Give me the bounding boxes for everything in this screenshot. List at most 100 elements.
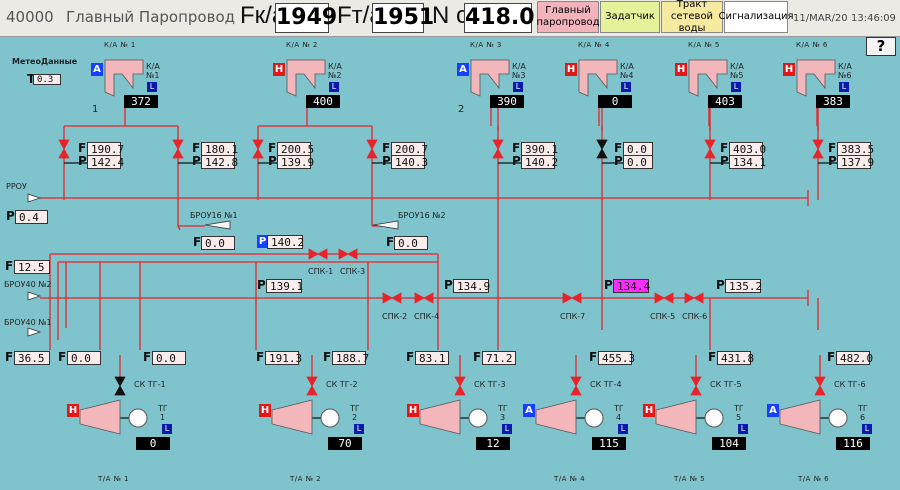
branch-7-valve-lower xyxy=(704,148,716,159)
tg-flow-3-value[interactable]: 191.3 xyxy=(265,351,302,365)
tg-flow-7-f-label: F xyxy=(589,350,598,364)
help-button[interactable]: ? xyxy=(866,37,896,56)
boiler-1-name: К/А xyxy=(146,62,160,71)
branch-4-f-label: F xyxy=(382,141,391,155)
branch-7-f-value[interactable]: 403.0 xyxy=(729,142,766,156)
branch-2-p-label: P xyxy=(192,154,201,168)
p-134-9-label: P xyxy=(444,278,453,292)
turbine-2-icon xyxy=(271,399,313,435)
branch-8-p-value[interactable]: 137.9 xyxy=(837,155,874,169)
branch-3-p-value[interactable]: 139.9 xyxy=(277,155,314,169)
nav-network-water-button[interactable]: Тракт сетевой воды xyxy=(661,0,723,34)
branch-1-p-value[interactable]: 142.4 xyxy=(87,155,124,169)
branch-7-f-label: F xyxy=(720,141,729,155)
tg-flow-1-value[interactable]: 0.0 xyxy=(67,351,101,365)
branch-3-f-value[interactable]: 200.5 xyxy=(277,142,314,156)
tg-flow-8-f-label: F xyxy=(708,350,717,364)
turbine-3-mode-badge[interactable]: H xyxy=(407,404,419,417)
boiler-1-icon xyxy=(104,59,144,97)
branch-1-f-value[interactable]: 190.7 xyxy=(87,142,124,156)
turbine-5-l-badge[interactable]: L xyxy=(738,424,748,434)
header-p-value[interactable]: 140.2 xyxy=(267,235,304,249)
pressure-value-2[interactable]: 134.9 xyxy=(453,279,490,293)
turbine-1-footer: Т/А № 1 xyxy=(98,475,130,483)
turbine-5-mode-badge[interactable]: H xyxy=(643,404,655,417)
spk7-valve-right xyxy=(571,292,582,304)
meteo-t-value[interactable]: 0.3 xyxy=(33,74,61,85)
dummy xyxy=(177,225,181,231)
turbine-1-mode-badge[interactable]: H xyxy=(67,404,79,417)
tg-flow-7-value[interactable]: 455.3 xyxy=(598,351,635,365)
p-135-label: P xyxy=(716,278,725,292)
boiler-6-num: №6 xyxy=(838,71,852,80)
branch-2-f-value[interactable]: 180.1 xyxy=(201,142,238,156)
branch-4-p-value[interactable]: 140.3 xyxy=(391,155,428,169)
tg-flow-5-value[interactable]: 83.1 xyxy=(415,351,449,365)
branch-6-f-value[interactable]: 0.0 xyxy=(623,142,653,156)
tg-flow-2-value[interactable]: 0.0 xyxy=(152,351,186,365)
brou16-1-valve-icon xyxy=(204,220,231,230)
boiler-3-l-badge[interactable]: L xyxy=(513,82,523,92)
boiler-5-l-badge[interactable]: L xyxy=(731,82,741,92)
boiler-4-l-badge[interactable]: L xyxy=(621,82,631,92)
boiler-4-mode-badge[interactable]: H xyxy=(565,63,577,76)
branch-2-valve xyxy=(172,139,184,150)
boiler-2-mode-badge[interactable]: H xyxy=(273,63,285,76)
branch-7-p-value[interactable]: 134.1 xyxy=(729,155,766,169)
branch-5-f-value[interactable]: 390.1 xyxy=(521,142,558,156)
tg-flow-9-value[interactable]: 482.0 xyxy=(836,351,873,365)
branch-4-f-value[interactable]: 200.7 xyxy=(391,142,428,156)
brou40-2-f-value[interactable]: 12.5 xyxy=(14,260,50,274)
boiler-1-l-badge[interactable]: L xyxy=(147,82,157,92)
boiler-6-icon xyxy=(796,59,836,97)
branch-6-valve-lower xyxy=(596,148,608,159)
boiler-2-l-badge[interactable]: L xyxy=(329,82,339,92)
rrou-label: РРОУ xyxy=(6,182,27,191)
branch-2-p-value[interactable]: 142.8 xyxy=(201,155,238,169)
boiler-6-mode-badge[interactable]: H xyxy=(783,63,795,76)
turbine-4-l-badge[interactable]: L xyxy=(618,424,628,434)
boiler-5-mode-badge[interactable]: H xyxy=(675,63,687,76)
brou16-1-f-value[interactable]: 0.0 xyxy=(201,236,235,250)
spk5-label: СПК-5 xyxy=(650,312,676,321)
boiler-3-mode-badge[interactable]: A xyxy=(457,63,469,76)
nav-alarms-button[interactable]: Сигнализация xyxy=(718,1,794,33)
tg-flow-9-f-label: F xyxy=(827,350,836,364)
turbine-6-mode-badge[interactable]: A xyxy=(767,404,779,417)
meteo-t-label: T xyxy=(27,72,36,86)
turbine-4-mode-badge[interactable]: A xyxy=(523,404,535,417)
boiler-1-mode-badge[interactable]: A xyxy=(91,63,103,76)
spk2-label: СПК-2 xyxy=(382,312,408,321)
turbine-1-name: ТГ xyxy=(158,404,168,413)
pressure-value-1[interactable]: 139.1 xyxy=(266,279,303,293)
brou40-1-f-value[interactable]: 36.5 xyxy=(14,351,50,365)
turbine-1-l-badge[interactable]: L xyxy=(162,424,172,434)
spk6-valve xyxy=(684,292,695,304)
nav-setpoint-button[interactable]: Задатчик xyxy=(600,1,660,33)
nav-main-steam-button[interactable]: Главный паропровод xyxy=(536,1,600,33)
turbine-2-l-badge[interactable]: L xyxy=(354,424,364,434)
brou16-2-f-value[interactable]: 0.0 xyxy=(394,236,428,250)
turbine-6-l-badge[interactable]: L xyxy=(862,424,872,434)
tg-flow-6-value[interactable]: 71.2 xyxy=(482,351,516,365)
tg-flow-5-f-label: F xyxy=(406,350,415,364)
branch-8-f-value[interactable]: 383.5 xyxy=(837,142,874,156)
turbine-3-l-badge[interactable]: L xyxy=(502,424,512,434)
boiler-1-value: 372 xyxy=(124,95,158,108)
sk-tg2-valve-lower xyxy=(306,385,318,396)
tg-flow-1-f-label: F xyxy=(58,350,67,364)
sk-tg4-valve-lower xyxy=(570,385,582,396)
branch-5-p-value[interactable]: 140.2 xyxy=(521,155,558,169)
boiler-6-l-badge[interactable]: L xyxy=(839,82,849,92)
rrou-p-value[interactable]: 0.4 xyxy=(15,210,48,224)
turbine-2-mode-badge[interactable]: H xyxy=(259,404,271,417)
pressure-value-4[interactable]: 135.2 xyxy=(725,279,762,293)
pressure-value-3[interactable]: 134.4 xyxy=(613,279,650,293)
tg-flow-8-value[interactable]: 431.8 xyxy=(717,351,754,365)
generator-4-icon xyxy=(584,408,604,428)
turbine-2-value: 70 xyxy=(328,437,362,450)
tg-flow-4-value[interactable]: 188.7 xyxy=(332,351,369,365)
ft-value: 1951 xyxy=(372,3,434,33)
boiler-3-value: 390 xyxy=(490,95,524,108)
branch-6-p-value[interactable]: 0.0 xyxy=(623,155,653,169)
